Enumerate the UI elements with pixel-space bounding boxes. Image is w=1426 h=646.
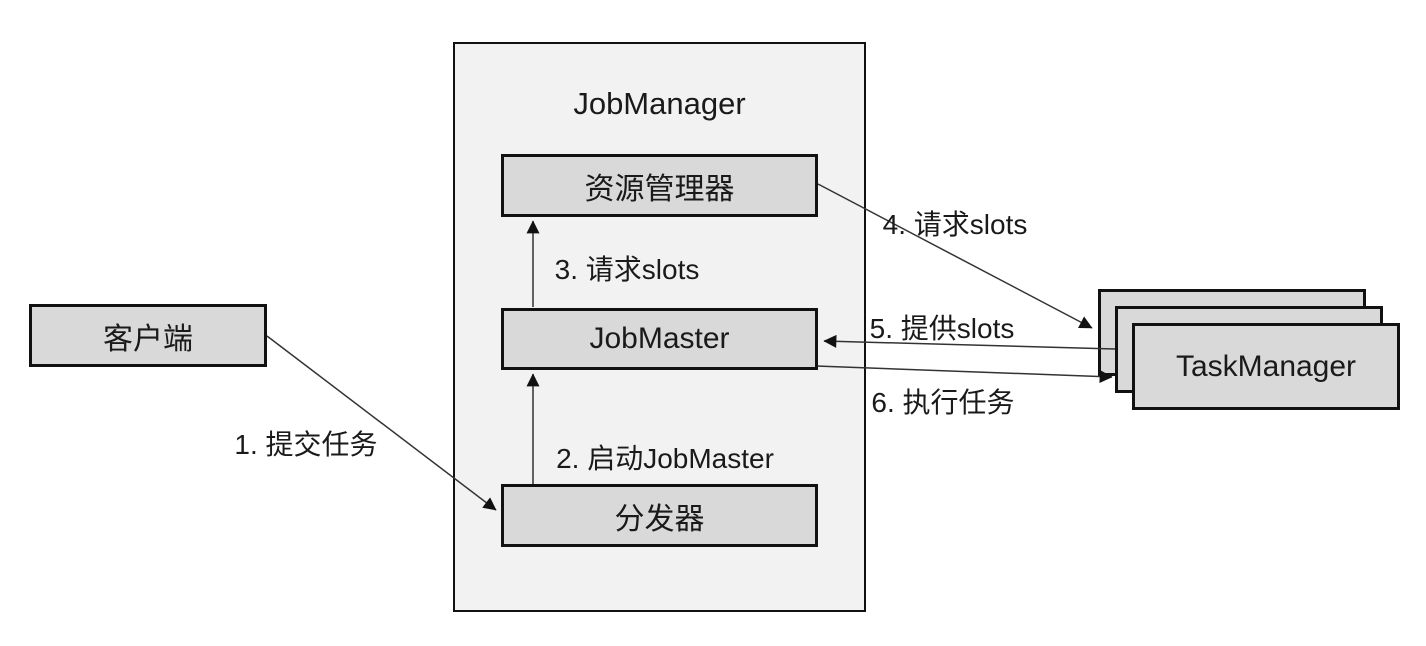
dispatcher-box: 分发器	[501, 484, 818, 547]
jobmaster-label: JobMaster	[589, 322, 730, 355]
edge-6-execute-task-label: 6. 执行任务	[871, 387, 1015, 418]
edge-3-request-slots-label: 3. 请求slots	[554, 254, 700, 285]
resource-manager-box: 资源管理器	[501, 154, 818, 217]
client-label: 客户端	[103, 322, 193, 356]
edge-5-offer-slots-label: 5. 提供slots	[869, 313, 1015, 344]
dispatcher-label: 分发器	[614, 502, 705, 536]
jobmaster-box: JobMaster	[501, 308, 818, 370]
edge-1-submit-task-label: 1. 提交任务	[234, 429, 378, 460]
taskmanager-label: TaskManager	[1175, 349, 1357, 383]
jobmanager-container-title: JobManager	[573, 86, 746, 121]
resource-manager-label: 资源管理器	[584, 172, 735, 206]
client-box: 客户端	[29, 304, 267, 367]
taskmanager-box-front: TaskManager	[1132, 323, 1400, 410]
edge-4-request-slots-label: 4. 请求slots	[882, 209, 1028, 240]
edge-2-start-jobmaster-label: 2. 启动JobMaster	[556, 443, 774, 474]
